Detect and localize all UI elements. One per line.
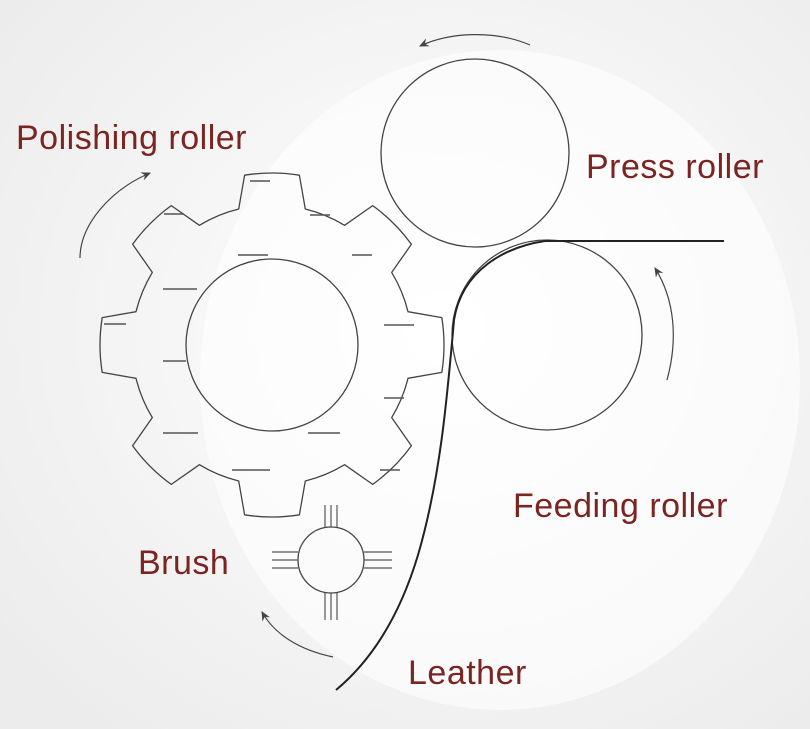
brush-rotation-arrow xyxy=(261,611,334,658)
polishing-roller-gear xyxy=(99,172,445,518)
brush-label: Brush xyxy=(138,544,230,582)
polishing-roller-core xyxy=(185,258,359,432)
brush xyxy=(272,505,392,620)
leather-label: Leather xyxy=(408,654,527,692)
feeding-roller-label: Feeding roller xyxy=(513,487,728,525)
press-roller xyxy=(380,58,570,248)
polishing-roller-rotation-arrow xyxy=(79,172,151,259)
leather-sheet xyxy=(335,240,724,691)
polishing-roller-label: Polishing roller xyxy=(16,119,247,157)
background-glow xyxy=(200,50,800,710)
polishing-roller-marks xyxy=(104,180,414,471)
feeding-roller-rotation-arrow xyxy=(654,267,674,381)
press-roller-label: Press roller xyxy=(586,148,764,186)
press-roller-rotation-arrow xyxy=(419,34,531,47)
